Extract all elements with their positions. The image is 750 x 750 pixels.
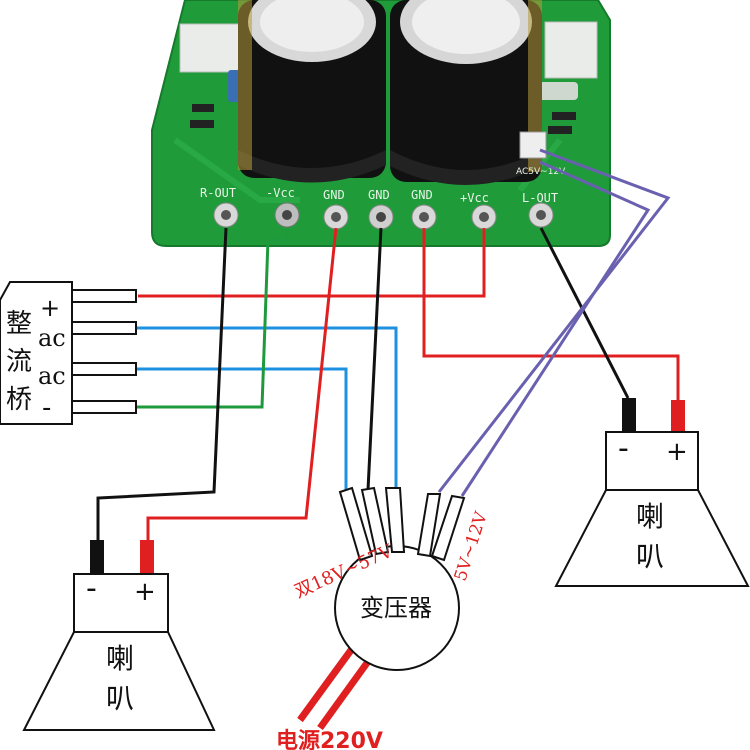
speaker-left-minus: - xyxy=(86,571,97,606)
small-capacitor-right xyxy=(538,82,578,100)
rectifier-ac1-label: ac xyxy=(38,324,66,352)
aux-label: AC5V~12V xyxy=(516,167,566,177)
rectifier-plus-label: + xyxy=(40,294,60,322)
speaker-left-lead-plus xyxy=(140,540,154,574)
wire-aux-to-transformer-2 xyxy=(460,160,651,497)
wire-l-out-to-right-speaker xyxy=(539,227,630,399)
speaker-right: - + 喇 叭 xyxy=(554,398,750,587)
wire-ac2-to-transformer xyxy=(134,367,348,492)
wire-r-out-to-left-speaker xyxy=(96,227,228,540)
transformer-lead-2 xyxy=(360,486,390,556)
diode xyxy=(192,104,214,112)
wire-pos-vcc-to-rectifier-plus xyxy=(138,228,486,298)
terminal-neg-vcc xyxy=(274,202,300,228)
transformer-lead-5 xyxy=(430,494,466,562)
speaker-left-char-1: 喇 xyxy=(106,642,134,675)
speaker-right-plus: + xyxy=(666,437,688,467)
transformer-lead-3 xyxy=(384,487,406,553)
transformer-lead-4 xyxy=(416,493,442,558)
resistor-block-right xyxy=(544,21,598,79)
diode xyxy=(548,126,572,134)
label-gnd-2: GND xyxy=(368,188,390,202)
label-pos-vcc: +Vcc xyxy=(460,191,489,205)
rectifier-pin-minus xyxy=(71,400,137,414)
terminal-r-out xyxy=(213,202,239,228)
primary-label: 电源220V xyxy=(276,729,383,750)
transformer-label: 变压器 xyxy=(360,594,432,622)
label-l-out: L-OUT xyxy=(522,191,558,205)
speaker-right-minus: - xyxy=(618,431,629,466)
speaker-right-cone xyxy=(554,489,750,587)
rectifier-body xyxy=(0,281,73,425)
resistor-block-left xyxy=(179,23,241,73)
speaker-left: - + 喇 叭 xyxy=(22,540,216,731)
speaker-right-lead-minus xyxy=(622,398,636,432)
amplifier-board: AC5V~12V R-OUT -Vcc GND GND GND +Vcc L-O… xyxy=(151,0,611,247)
wire-mains-2 xyxy=(317,653,375,731)
wire-gnd-to-center-tap xyxy=(366,227,383,491)
speaker-right-magnet xyxy=(605,431,699,491)
wire-mains-1 xyxy=(297,643,357,723)
wire-aux-to-transformer-1 xyxy=(437,148,671,493)
transformer-lead-1 xyxy=(338,486,374,562)
rectifier-bridge: 整 流 桥 + ac ac - xyxy=(0,281,137,425)
speaker-left-plus: + xyxy=(134,577,156,607)
terminal-gnd-1 xyxy=(323,204,349,230)
terminal-gnd-2 xyxy=(368,204,394,230)
speaker-right-char-1: 喇 xyxy=(636,500,664,533)
label-neg-vcc: -Vcc xyxy=(266,186,295,200)
wires xyxy=(96,148,680,731)
rectifier-pin-plus xyxy=(71,289,137,303)
rectifier-char-3: 桥 xyxy=(6,385,32,415)
terminal-gnd-3 xyxy=(411,204,437,230)
terminal-l-out xyxy=(528,202,554,228)
diode xyxy=(190,120,214,128)
speaker-left-lead-minus xyxy=(90,540,104,574)
rectifier-ac2-label: ac xyxy=(38,362,66,390)
rectifier-pin-ac1 xyxy=(71,321,137,335)
wire-gnd-to-left-speaker xyxy=(146,227,338,540)
rectifier-minus-label: - xyxy=(42,393,51,423)
speaker-left-char-2: 叭 xyxy=(106,682,134,715)
rectifier-char-1: 整 xyxy=(6,309,32,339)
terminal-pos-vcc xyxy=(471,204,497,230)
rectifier-char-2: 流 xyxy=(6,347,32,377)
label-r-out: R-OUT xyxy=(200,186,236,200)
wire-gnd-to-right-speaker xyxy=(422,228,680,400)
label-gnd-3: GND xyxy=(411,188,433,202)
rectifier-pin-ac2 xyxy=(71,362,137,376)
capacitor-left xyxy=(238,0,386,183)
speaker-left-cone xyxy=(22,631,216,731)
speaker-right-lead-plus xyxy=(671,400,685,432)
aux-connector xyxy=(519,131,547,159)
diode xyxy=(552,112,576,120)
label-gnd-1: GND xyxy=(323,188,345,202)
capacitor-right xyxy=(390,0,542,185)
wire-neg-vcc-to-rectifier-minus xyxy=(136,228,289,409)
speaker-right-char-2: 叭 xyxy=(636,540,664,573)
